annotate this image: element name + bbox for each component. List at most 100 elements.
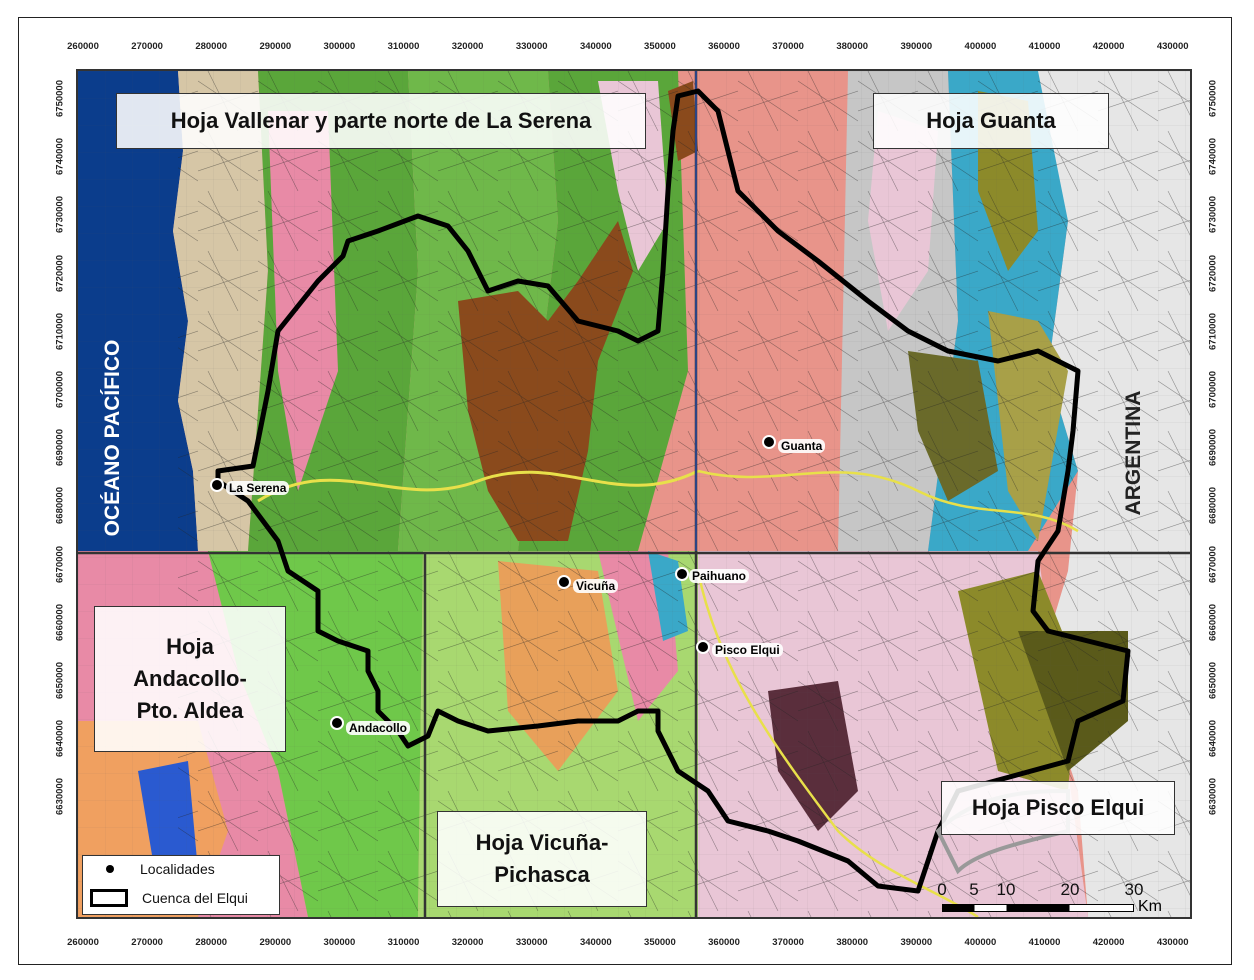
geologic-map[interactable] bbox=[76, 69, 1192, 919]
map-legend: Localidades Cuenca del Elqui bbox=[82, 855, 280, 915]
x-tick-label-top: 330000 bbox=[515, 41, 548, 52]
sheet-label-vallenar-text: Hoja Vallenar y parte norte de La Serena bbox=[170, 108, 592, 134]
y-tick-label-right: 6630000 bbox=[1207, 778, 1219, 816]
y-tick-label-left: 6730000 bbox=[54, 196, 66, 234]
sheet-label-andacollo-line1: Hoja bbox=[166, 634, 214, 660]
legend-row-localidades: Localidades bbox=[83, 861, 215, 877]
scale-tick-30: 30 bbox=[1124, 880, 1144, 899]
river-elqui bbox=[257, 469, 699, 503]
y-tick-label-right: 6730000 bbox=[1207, 196, 1219, 234]
legend-dot-icon bbox=[106, 865, 114, 873]
sheet-label-vicuna-line1: Hoja Vicuña- bbox=[475, 830, 609, 856]
x-tick-label-top: 360000 bbox=[708, 41, 740, 52]
vicuna-label: Vicuña bbox=[573, 579, 619, 593]
scale-tick-10: 10 bbox=[996, 880, 1016, 899]
x-tick-label-bottom: 430000 bbox=[1156, 937, 1189, 948]
y-tick-label-left: 6700000 bbox=[54, 371, 66, 408]
legend-cuenca-label: Cuenca del Elqui bbox=[142, 890, 248, 906]
x-tick-label-top: 420000 bbox=[1092, 41, 1125, 52]
legend-localidades-label: Localidades bbox=[140, 861, 215, 877]
y-tick-label-left: 6750000 bbox=[54, 80, 66, 117]
y-tick-label-right: 6740000 bbox=[1207, 138, 1219, 176]
river-turbio bbox=[697, 469, 1079, 533]
x-tick-label-bottom: 320000 bbox=[451, 937, 484, 948]
legend-row-cuenca: Cuenca del Elqui bbox=[83, 889, 248, 907]
paihuano-label: Paihuano bbox=[689, 569, 750, 583]
map-frame bbox=[18, 17, 1232, 965]
y-tick-label-right: 6640000 bbox=[1207, 720, 1219, 758]
scale-tick-5: 5 bbox=[969, 880, 979, 899]
andacollo-marker[interactable] bbox=[330, 716, 344, 730]
x-tick-label-bottom: 260000 bbox=[67, 937, 99, 948]
sheet-label-guanta: Hoja Guanta bbox=[873, 93, 1109, 149]
x-tick-label-bottom: 360000 bbox=[708, 937, 740, 948]
x-tick-label-bottom: 370000 bbox=[772, 937, 804, 948]
y-tick-label-left: 6670000 bbox=[54, 545, 66, 583]
x-tick-label-bottom: 300000 bbox=[323, 937, 356, 948]
y-tick-label-right: 6670000 bbox=[1207, 545, 1219, 583]
ocean-label: OCÉANO PACÍFICO bbox=[101, 339, 124, 537]
y-tick-label-left: 6640000 bbox=[54, 720, 66, 758]
y-tick-label-right: 6700000 bbox=[1207, 371, 1219, 408]
argentina-label: ARGENTINA bbox=[1122, 390, 1145, 516]
y-tick-label-right: 6720000 bbox=[1207, 254, 1219, 292]
pisco-elqui-marker[interactable] bbox=[696, 640, 710, 654]
y-tick-label-left: 6630000 bbox=[54, 778, 66, 816]
y-tick-label-right: 6680000 bbox=[1207, 487, 1219, 525]
x-tick-label-bottom: 400000 bbox=[964, 937, 997, 948]
x-tick-label-bottom: 420000 bbox=[1092, 937, 1125, 948]
vicuna-marker[interactable] bbox=[557, 575, 571, 589]
sheet-label-vicuna: Hoja Vicuña- Pichasca bbox=[437, 811, 647, 907]
y-tick-label-left: 6720000 bbox=[54, 254, 66, 292]
x-tick-label-top: 260000 bbox=[67, 41, 99, 52]
paihuano-marker[interactable] bbox=[675, 567, 689, 581]
elqui-basin-outline bbox=[215, 88, 1131, 894]
sheet-label-pisco-text: Hoja Pisco Elqui bbox=[971, 795, 1145, 821]
sheet-label-andacollo: Hoja Andacollo- Pto. Aldea bbox=[94, 606, 286, 752]
y-tick-label-left: 6710000 bbox=[54, 312, 66, 350]
guanta-label: Guanta bbox=[778, 439, 826, 453]
scale-unit: Km bbox=[1138, 898, 1162, 915]
andacollo-label: Andacollo bbox=[346, 721, 411, 735]
x-tick-label-top: 410000 bbox=[1028, 41, 1061, 52]
x-tick-label-top: 290000 bbox=[259, 41, 292, 52]
la-serena-marker[interactable] bbox=[210, 478, 224, 492]
x-tick-label-top: 270000 bbox=[131, 41, 163, 52]
x-tick-label-top: 340000 bbox=[579, 41, 612, 52]
x-tick-label-top: 320000 bbox=[451, 41, 484, 52]
y-tick-label-right: 6660000 bbox=[1207, 603, 1219, 641]
scale-tick-0: 0 bbox=[937, 880, 947, 899]
x-tick-label-bottom: 350000 bbox=[644, 937, 676, 948]
x-tick-label-bottom: 310000 bbox=[387, 937, 420, 948]
x-tick-label-top: 400000 bbox=[964, 41, 997, 52]
geologic-map-canvas bbox=[78, 71, 1190, 917]
y-tick-label-right: 6690000 bbox=[1207, 429, 1219, 467]
sheet-label-guanta-text: Hoja Guanta bbox=[926, 108, 1056, 134]
x-tick-label-top: 300000 bbox=[323, 41, 356, 52]
x-tick-label-top: 380000 bbox=[836, 41, 869, 52]
x-tick-label-bottom: 390000 bbox=[900, 937, 933, 948]
x-tick-label-top: 390000 bbox=[900, 41, 933, 52]
x-tick-label-top: 430000 bbox=[1156, 41, 1189, 52]
scale-tick-20: 20 bbox=[1060, 880, 1080, 899]
x-tick-label-top: 310000 bbox=[387, 41, 420, 52]
y-tick-label-left: 6650000 bbox=[54, 662, 66, 699]
x-tick-label-bottom: 280000 bbox=[195, 937, 228, 948]
y-tick-label-left: 6690000 bbox=[54, 429, 66, 467]
guanta-marker[interactable] bbox=[762, 435, 776, 449]
legend-outline-icon bbox=[90, 889, 128, 907]
x-tick-label-bottom: 340000 bbox=[579, 937, 612, 948]
x-tick-label-bottom: 270000 bbox=[131, 937, 163, 948]
x-tick-label-bottom: 380000 bbox=[836, 937, 869, 948]
pisco-elqui-label: Pisco Elqui bbox=[712, 643, 783, 657]
y-tick-label-right: 6750000 bbox=[1207, 80, 1219, 117]
y-tick-label-left: 6740000 bbox=[54, 138, 66, 176]
x-tick-label-bottom: 410000 bbox=[1028, 937, 1061, 948]
la-serena-label: La Serena bbox=[226, 481, 290, 495]
scale-bar-graphic bbox=[942, 904, 1134, 912]
x-tick-label-top: 370000 bbox=[772, 41, 804, 52]
sheet-label-pisco: Hoja Pisco Elqui bbox=[941, 781, 1175, 835]
x-tick-label-top: 280000 bbox=[195, 41, 228, 52]
x-tick-label-top: 350000 bbox=[644, 41, 676, 52]
y-tick-label-left: 6680000 bbox=[54, 487, 66, 525]
